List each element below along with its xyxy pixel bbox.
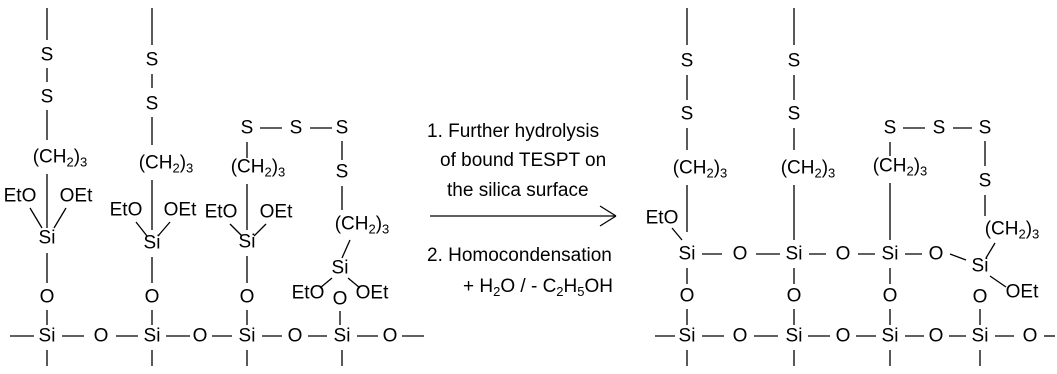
- chainA-si: Si: [678, 243, 696, 265]
- chainA-o: O: [679, 285, 695, 307]
- chainD-c-si-bond: [985, 242, 996, 259]
- chain3-si: Si: [238, 231, 256, 253]
- chainC-o: O: [882, 285, 898, 307]
- step1-caption-line3: the silica surface: [447, 180, 589, 201]
- step2-reagents: + H2O / - C2H5OH: [463, 276, 613, 299]
- rsurface-o1: O: [732, 325, 748, 347]
- bridge-o2: O: [835, 243, 851, 265]
- rsurface3-si: Si: [881, 325, 899, 347]
- chainB-si: Si: [785, 243, 803, 265]
- surface3-si: Si: [238, 325, 256, 347]
- reaction-arrow-head-top: [599, 205, 617, 217]
- right-bridge-s: S: [932, 117, 946, 139]
- chainB-o: O: [786, 285, 802, 307]
- chain2-s2: S: [145, 93, 159, 115]
- chain3-o: O: [239, 286, 255, 308]
- chain1-eto: EtO: [3, 185, 37, 207]
- chainB-propyl: (CH2)3: [780, 157, 836, 181]
- surface2-si: Si: [143, 325, 161, 347]
- chain1-oet: OEt: [59, 185, 93, 207]
- rsurface2-si: Si: [785, 325, 803, 347]
- chain2-eto-bond: [135, 221, 148, 237]
- chain4-s1: S: [335, 117, 349, 139]
- step1-line1: 1. Further hydrolysis: [427, 121, 600, 142]
- chainC-propyl: (CH2)3: [872, 155, 928, 179]
- chainA-s1: S: [680, 50, 694, 72]
- step1-caption-line2: of bound TESPT on: [440, 150, 607, 171]
- chain3-oet-bond: [253, 223, 267, 237]
- chain2-eto: EtO: [109, 199, 143, 221]
- surface4-si: Si: [333, 325, 351, 347]
- chain1-eto-bond: [29, 207, 43, 229]
- chainD-o: O: [972, 286, 988, 308]
- step2-caption: 2. Homocondensation: [427, 245, 612, 266]
- chainD-propyl: (CH2)3: [984, 218, 1040, 242]
- chain3-eto: EtO: [204, 201, 238, 223]
- chain4-oet: OEt: [355, 282, 389, 304]
- chain1-s1: S: [40, 44, 54, 66]
- surface1-si: Si: [38, 325, 56, 347]
- surface-o3: O: [287, 325, 303, 347]
- chain4-eto-bond: [319, 277, 333, 289]
- rsurface-o2: O: [835, 325, 851, 347]
- rsurface1-si: Si: [678, 325, 696, 347]
- chain2-oet-bond: [157, 221, 171, 237]
- chain2-si: Si: [143, 232, 161, 254]
- chainA-eto-bond: [671, 227, 683, 241]
- chainD-si: Si: [971, 255, 989, 277]
- chainA-propyl: (CH2)3: [672, 157, 728, 181]
- chain4-c-si-bond: [341, 239, 351, 259]
- chain3-eto-bond: [229, 223, 243, 237]
- chainD-s1: S: [978, 117, 992, 139]
- chainD-oet: OEt: [1005, 281, 1039, 303]
- chain1-si: Si: [38, 227, 56, 249]
- chain2-oet: OEt: [163, 199, 197, 221]
- chainD-oet-bond: [989, 275, 1007, 288]
- chain4-propyl: (CH2)3: [334, 213, 390, 237]
- rsurface4-si: Si: [971, 325, 989, 347]
- bridge-s: S: [289, 117, 303, 139]
- rsurface-o3: O: [928, 325, 944, 347]
- chain4-o: O: [332, 288, 348, 310]
- bridge-o3: O: [928, 243, 944, 265]
- chainB-s2: S: [787, 103, 801, 125]
- chainA-eto: EtO: [645, 207, 679, 229]
- right-siloxane-bond: [949, 253, 967, 261]
- reagents-formula: + H2O / - C2H5OH: [463, 276, 613, 299]
- chain1-s2: S: [40, 86, 54, 108]
- chain2-s1: S: [145, 49, 159, 71]
- chainC-s: S: [883, 117, 897, 139]
- step1-caption: 1. Further hydrolysis: [427, 122, 599, 141]
- chain4-si: Si: [331, 257, 349, 279]
- chain3-s: S: [240, 117, 254, 139]
- bridge-o1: O: [732, 243, 748, 265]
- reaction-arrow-head-bottom: [599, 215, 617, 227]
- chain4-oet-bond: [347, 277, 361, 289]
- surface-o2: O: [192, 325, 208, 347]
- chainC-si: Si: [881, 243, 899, 265]
- chain1-propyl: (CH2)3: [32, 146, 88, 170]
- chain2-o: O: [144, 286, 160, 308]
- chain3-propyl: (CH2)3: [230, 156, 286, 180]
- chain1-o: O: [39, 286, 55, 308]
- chain3-oet: OEt: [259, 201, 293, 223]
- chainB-s1: S: [787, 50, 801, 72]
- chainA-s2: S: [680, 103, 694, 125]
- chainD-s2: S: [978, 170, 992, 192]
- surface-o4: O: [382, 325, 398, 347]
- chain4-s2: S: [335, 161, 349, 183]
- chain1-oet-bond: [53, 207, 67, 229]
- chain2-propyl: (CH2)3: [138, 152, 194, 176]
- rsurface-o4: O: [1022, 325, 1038, 347]
- chain4-eto: EtO: [291, 282, 325, 304]
- surface-o1: O: [93, 325, 109, 347]
